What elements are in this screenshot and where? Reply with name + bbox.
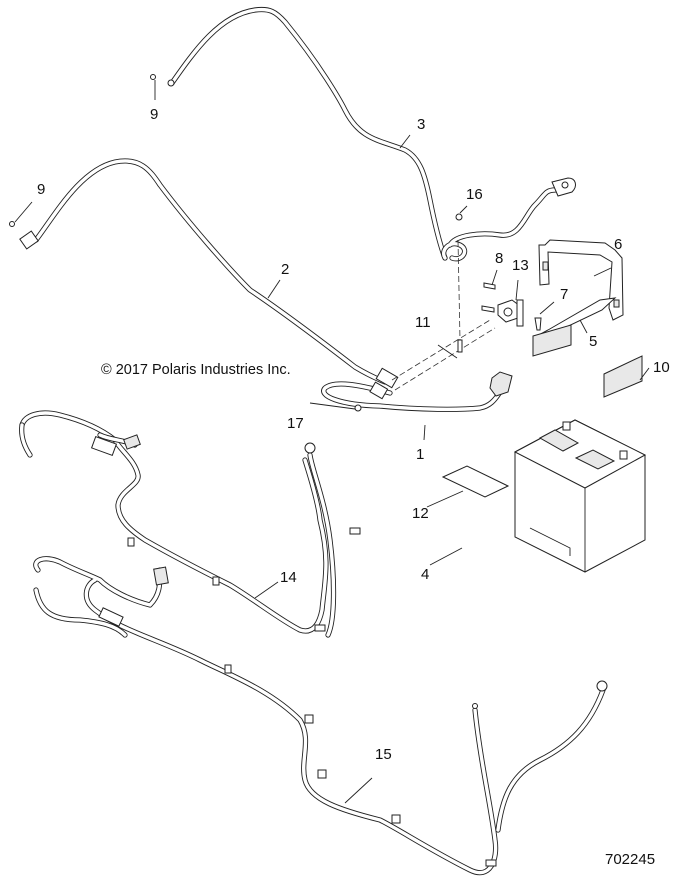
callout-14: 13 bbox=[512, 257, 529, 274]
callout-16: 15 bbox=[375, 746, 392, 763]
figure-number: 702245 bbox=[605, 851, 656, 868]
callout-8: 8 bbox=[495, 250, 504, 267]
callout-10: 10 bbox=[653, 359, 670, 376]
cable-positive-lead bbox=[441, 177, 576, 262]
label-10-icon bbox=[603, 355, 643, 398]
callout-9-top: 9 bbox=[150, 106, 159, 123]
cable-2 bbox=[19, 158, 399, 389]
callout-15: 14 bbox=[280, 569, 297, 586]
callout-6: 6 bbox=[614, 236, 623, 253]
callout-12: 11 bbox=[415, 314, 431, 331]
callout-17: 17 bbox=[287, 415, 304, 432]
cable-3 bbox=[167, 6, 448, 261]
screw-8-icon bbox=[483, 282, 496, 290]
pad-icon bbox=[532, 324, 572, 357]
callout-5: 5 bbox=[589, 333, 598, 350]
callout-9-left: 9 bbox=[37, 181, 46, 198]
callout-13: 16 bbox=[466, 186, 483, 203]
bolt-7-icon bbox=[534, 317, 542, 331]
cable-1 bbox=[321, 371, 513, 412]
nut-13-icon bbox=[455, 213, 463, 221]
label-11-icon bbox=[441, 465, 510, 498]
callout-1: 1 bbox=[416, 446, 425, 463]
battery-4-icon bbox=[513, 419, 647, 573]
nut-17-icon bbox=[354, 404, 362, 412]
assembly-lines bbox=[391, 239, 496, 391]
callout-7: 7 bbox=[560, 286, 569, 303]
harness-16 bbox=[33, 556, 608, 876]
callout-4: 4 bbox=[421, 566, 430, 583]
nut-9-left-icon bbox=[9, 221, 15, 227]
callout-11: 12 bbox=[412, 505, 429, 522]
cable-3-terminal-end bbox=[167, 79, 175, 87]
callout-3: 3 bbox=[417, 116, 426, 133]
harness-15 bbox=[19, 410, 361, 638]
copyright-notice: © 2017 Polaris Industries Inc. bbox=[101, 362, 291, 378]
terminal-boot-icon bbox=[489, 371, 513, 397]
battery-strap-6-icon bbox=[538, 239, 624, 321]
relay-14-icon bbox=[481, 299, 524, 327]
stud-12-icon bbox=[457, 339, 463, 353]
leader-lines bbox=[14, 80, 650, 804]
nut-9-top-icon bbox=[150, 74, 156, 80]
callout-2: 2 bbox=[281, 261, 290, 278]
cable-2-connector-icon bbox=[19, 230, 39, 250]
